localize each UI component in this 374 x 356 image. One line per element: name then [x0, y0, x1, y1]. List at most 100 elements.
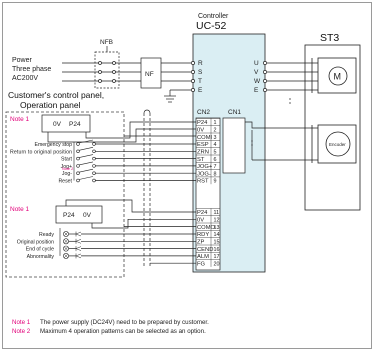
switch-contact	[76, 156, 80, 161]
power-terminals: R S T E	[191, 60, 203, 94]
terminal-w: W	[254, 78, 261, 85]
supply-bottom-0v: 0V	[83, 212, 92, 219]
note-1-bottom-tag: Note 1	[10, 206, 30, 213]
footnotes: Note 1 The power supply (DC24V) need to …	[12, 319, 209, 335]
cn2-input-8-pin: 8	[214, 171, 217, 177]
footnote-1-tag: Note 1	[12, 319, 31, 326]
cn1-label: CN1	[228, 109, 241, 116]
motor-terminals: U V W E	[254, 60, 267, 94]
cn2-supply-bottom-11-pin: 11	[214, 210, 220, 216]
cn2-input-5-terminal: ZRN	[197, 150, 209, 156]
switch-lever	[78, 168, 94, 173]
ov-wire-top	[47, 128, 196, 143]
motor-icon	[328, 66, 348, 86]
motor-symbol: M	[334, 72, 342, 82]
input-label-zrn: Return to original position	[10, 149, 72, 155]
encoder-icon	[325, 131, 351, 157]
shield-lines	[143, 109, 151, 268]
cn2-input-4-terminal: ESP	[197, 142, 209, 148]
cn2-supply-bottom-12-terminal: 0V	[197, 218, 204, 224]
terminal-t: T	[198, 78, 202, 85]
footnote-2-tag: Note 2	[12, 328, 31, 335]
switch-contact	[76, 142, 80, 146]
cn2-input-7-terminal: JOG+	[197, 164, 213, 170]
cn2-fg-20-pin: 20	[214, 261, 220, 267]
cn2-input-8-terminal: JOG-	[197, 171, 211, 177]
output-label-rdy: Ready	[39, 232, 54, 238]
supply-bottom-p24: P24	[63, 212, 75, 219]
switch-contact	[92, 142, 96, 146]
panel-title-1: Customer's control panel,	[8, 90, 104, 100]
terminal-v: V	[254, 69, 259, 76]
cn2-supply-top-3-pin: 3	[214, 135, 217, 141]
motor-wires	[267, 62, 318, 104]
supply-top-p24: P24	[69, 121, 81, 128]
controller-name: UC-52	[196, 20, 227, 32]
cn2-supply-top-1-terminal: P24	[197, 120, 208, 126]
cn2-supply-bottom-12-pin: 12	[214, 218, 220, 224]
lamp-cross	[64, 253, 68, 258]
cn2-supply-top-2-terminal: 0V	[197, 128, 204, 134]
cn2-input-9-terminal: RST	[197, 179, 209, 185]
input-label-rst: Reset	[58, 179, 72, 185]
cn2-input-6-terminal: ST	[197, 157, 205, 163]
panel-box	[5, 111, 125, 278]
cn2-supply-top-1-pin: 1	[214, 120, 217, 126]
p24-wire-top	[85, 121, 196, 139]
st3-label: ST3	[320, 32, 339, 44]
cn2-output-15-terminal: ZP	[197, 240, 205, 246]
cn1-connector	[222, 117, 246, 174]
switch-contact	[76, 171, 80, 175]
motor-housing	[317, 57, 357, 94]
cn2-output-14-terminal: RDY	[197, 232, 209, 238]
controller-header: Controller	[198, 13, 229, 20]
switch-contact	[92, 171, 96, 175]
cn2-supply-bottom-13-terminal: COMO	[197, 225, 216, 231]
switch-lever	[78, 176, 94, 180]
cn2-supply-bottom-13-pin: 13	[214, 225, 220, 231]
footnote-2-text: Maximum 4 operation patterns can be sele…	[40, 328, 206, 335]
terminal-e-motor: E	[254, 87, 259, 94]
lamp-cross	[64, 239, 68, 244]
cn2-input-7-pin: 7	[214, 164, 217, 170]
cn2-output-16-pin: 16	[214, 247, 220, 253]
nfb-contacts	[98, 61, 116, 83]
output-label-alm: Abnormality	[27, 254, 55, 260]
encoder-housing	[317, 124, 357, 164]
encoder-label: Encoder	[329, 142, 346, 147]
cn2-label: CN2	[197, 109, 210, 116]
input-label-jog-: Jog-	[62, 171, 72, 177]
switch-contact	[92, 156, 96, 161]
power-phase-label: Three phase	[12, 66, 51, 73]
cn2-output-14-pin: 14	[214, 232, 220, 238]
cn2-input-6-pin: 6	[214, 157, 217, 163]
cn2-fg-20-terminal: FG	[197, 261, 206, 267]
jog-note-tag: Note 2	[62, 167, 73, 171]
cn2-supply-bottom-11-terminal: P24	[197, 210, 208, 216]
switch-contact	[76, 178, 80, 183]
switch-contact	[76, 149, 80, 154]
nfb-label: NFB	[100, 39, 113, 46]
cn2-output-17-pin: 17	[214, 254, 220, 260]
cn2-output-15-pin: 15	[214, 240, 220, 246]
input-label-esp: Emergency stop	[35, 142, 73, 148]
p24-wire-bottom	[65, 199, 196, 213]
nf-label: NF	[145, 71, 154, 78]
encoder-cable	[245, 121, 318, 161]
cn2-input-4-pin: 4	[214, 142, 217, 148]
switch-contact	[92, 178, 96, 183]
cn2-output-17-terminal: ALM	[197, 254, 209, 260]
cn2-supply-top-3-terminal: COMI	[197, 135, 213, 141]
cn2-input-9-pin: 9	[214, 179, 217, 185]
output-label-zp: Original position	[17, 239, 54, 245]
power-label: Power	[12, 57, 33, 64]
switch-lever	[78, 147, 94, 151]
cn2-connector	[195, 117, 221, 271]
nf-filter	[140, 57, 162, 89]
terminal-u: U	[254, 60, 259, 67]
power-voltage-label: AC200V	[12, 75, 38, 82]
output-label-cend: End of cycle	[26, 247, 54, 253]
ov-wire-bottom	[91, 218, 196, 229]
switch-contact	[92, 164, 96, 168]
